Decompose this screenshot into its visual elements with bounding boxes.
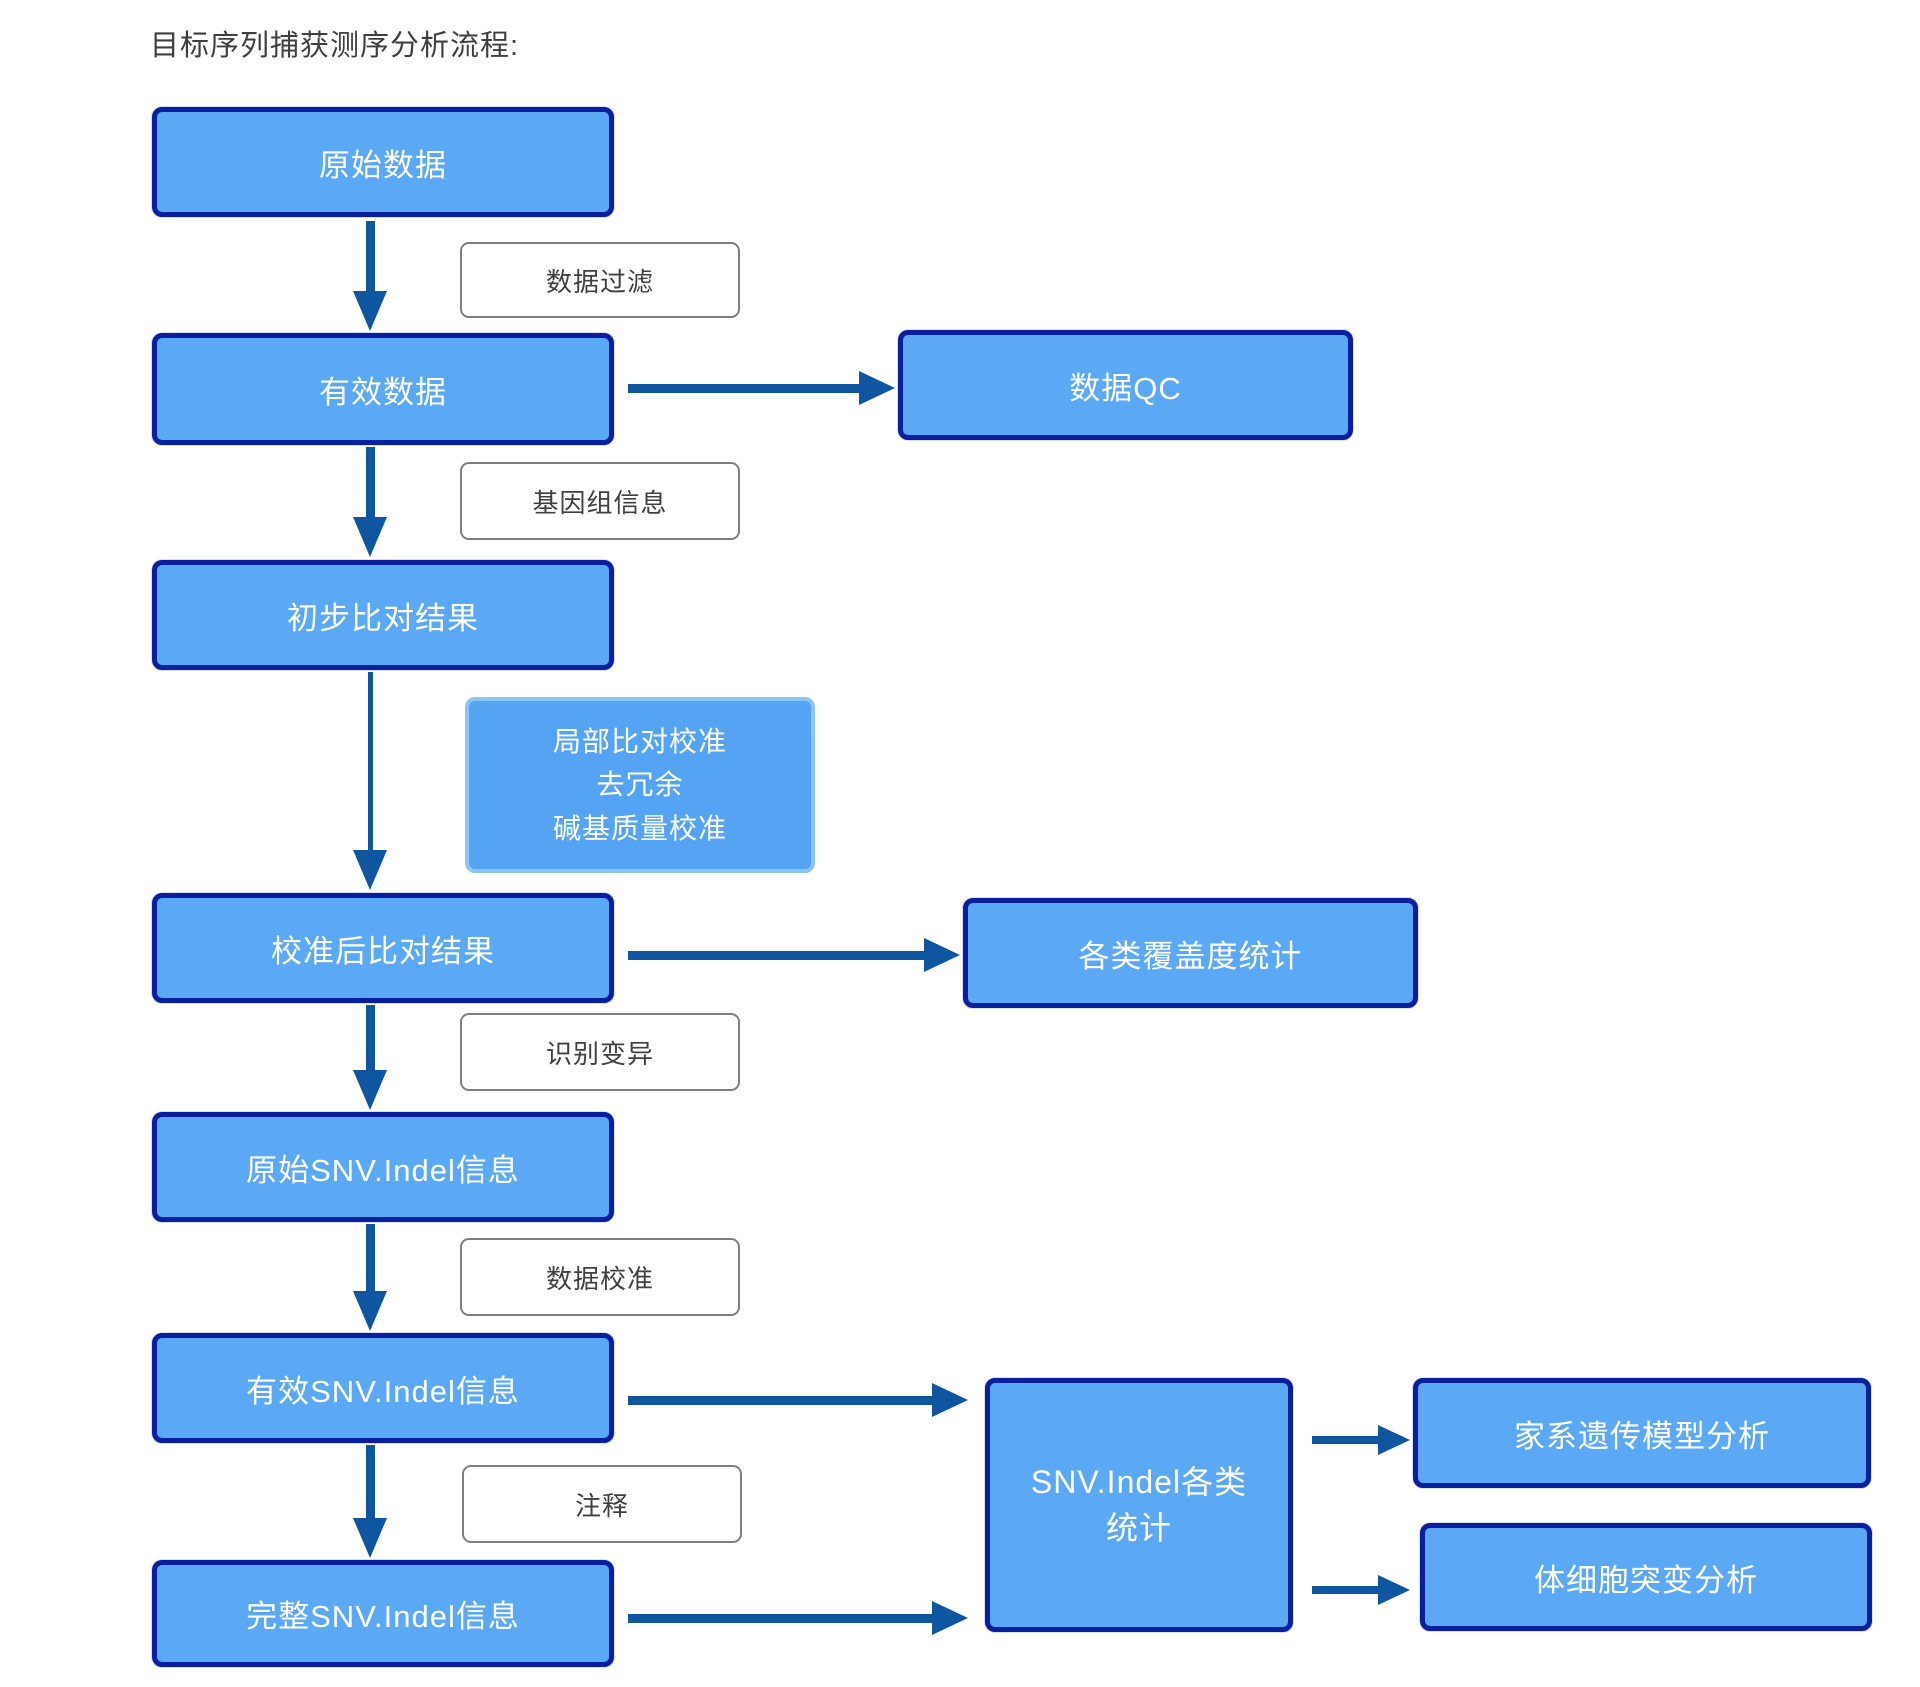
arrow-shaft xyxy=(1312,1436,1378,1444)
node-initial-alignment: 初步比对结果 xyxy=(152,560,614,670)
node-data-qc: 数据QC xyxy=(898,330,1353,440)
node-snv-indel-stats: SNV.Indel各类统计 xyxy=(985,1378,1293,1632)
arrow-shaft xyxy=(365,447,375,517)
arrow-head xyxy=(932,1601,968,1635)
node-valid-data: 有效数据 xyxy=(152,333,614,445)
arrow-head xyxy=(1378,1575,1410,1605)
arrow-shaft xyxy=(628,950,924,960)
arrow-shaft xyxy=(628,1395,932,1405)
node-pedigree-model-analysis: 家系遗传模型分析 xyxy=(1413,1378,1871,1488)
arrow-head xyxy=(1378,1425,1410,1455)
node-calibrated-alignment: 校准后比对结果 xyxy=(152,893,614,1003)
arrow-shaft xyxy=(628,383,859,393)
node-coverage-stats: 各类覆盖度统计 xyxy=(963,898,1418,1008)
arrow-valid-to-qc xyxy=(628,371,895,405)
arrow-shaft xyxy=(365,1224,375,1291)
label-data-filter: 数据过滤 xyxy=(460,242,740,318)
label-local-realign: 局部比对校准 xyxy=(552,725,727,757)
label-realign-dedup-bqsr: 局部比对校准 去冗余 碱基质量校准 xyxy=(465,697,815,873)
arrow-shaft xyxy=(365,1445,375,1518)
label-variant-calling: 识别变异 xyxy=(460,1013,740,1091)
arrow-head xyxy=(353,1518,387,1558)
arrow-snvstats-to-somatic xyxy=(1312,1575,1410,1605)
arrow-head xyxy=(859,371,895,405)
arrow-shaft xyxy=(365,1005,375,1070)
label-annotation: 注释 xyxy=(462,1465,742,1543)
arrow-head xyxy=(353,1291,387,1331)
arrow-shaft xyxy=(367,672,373,850)
arrow-valid-to-initial xyxy=(353,447,387,557)
node-raw-data: 原始数据 xyxy=(152,107,614,217)
arrow-shaft xyxy=(628,1613,932,1623)
arrow-head xyxy=(932,1383,968,1417)
arrow-rawsnv-to-validsnv xyxy=(353,1224,387,1331)
arrow-initial-to-calibrated xyxy=(353,672,387,890)
arrow-validsnv-to-snvstats xyxy=(628,1383,968,1417)
arrow-head xyxy=(924,938,960,972)
page-title: 目标序列捕获测序分析流程: xyxy=(150,30,520,62)
arrow-shaft xyxy=(1312,1586,1378,1594)
arrow-calibrated-to-rawsnv xyxy=(353,1005,387,1110)
arrow-shaft xyxy=(365,221,375,291)
arrow-head xyxy=(353,1070,387,1110)
node-complete-snv-indel: 完整SNV.Indel信息 xyxy=(152,1560,614,1667)
arrow-calibrated-to-coverage xyxy=(628,938,960,972)
node-valid-snv-indel: 有效SNV.Indel信息 xyxy=(152,1333,614,1443)
arrow-validsnv-to-completesnv xyxy=(353,1445,387,1558)
arrow-head xyxy=(353,291,387,331)
label-dedup: 去冗余 xyxy=(596,769,684,801)
arrow-head xyxy=(353,850,387,890)
label-genome-info: 基因组信息 xyxy=(460,462,740,540)
arrow-head xyxy=(353,517,387,557)
label-data-calibration: 数据校准 xyxy=(460,1238,740,1316)
arrow-completesnv-to-snvstats xyxy=(628,1601,968,1635)
arrow-raw-to-valid xyxy=(353,221,387,331)
node-raw-snv-indel: 原始SNV.Indel信息 xyxy=(152,1112,614,1222)
node-somatic-mutation-analysis: 体细胞突变分析 xyxy=(1420,1523,1872,1631)
label-base-quality: 碱基质量校准 xyxy=(552,812,727,844)
arrow-snvstats-to-pedigree xyxy=(1312,1425,1410,1455)
